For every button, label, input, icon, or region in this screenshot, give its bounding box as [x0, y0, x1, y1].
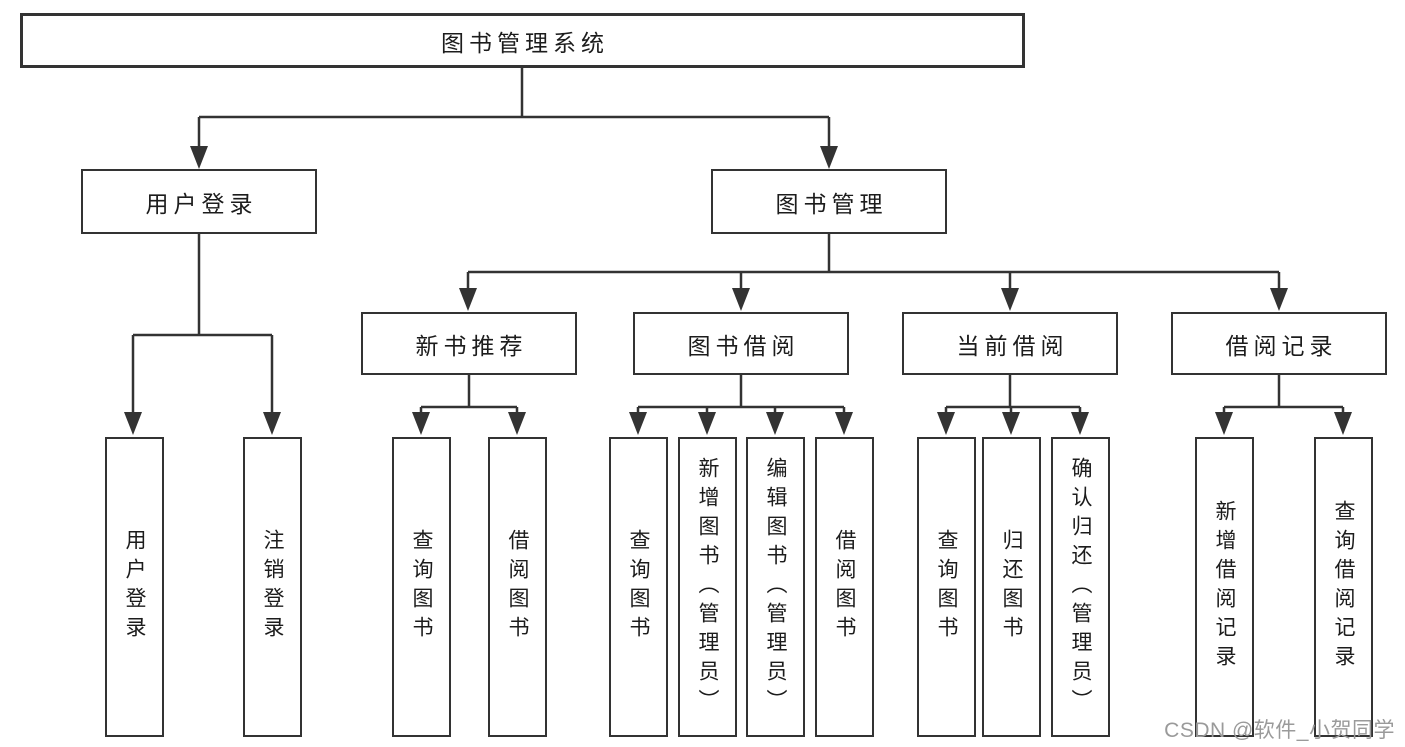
leaf-user-login: 用户登录 — [105, 437, 164, 737]
leaf-add-borrow-record: 新增借阅记录 — [1195, 437, 1254, 737]
csdn-watermark: CSDN @软件_小贺同学 — [1164, 719, 1395, 742]
leaf-logout: 注销登录 — [243, 437, 302, 737]
leaf-query-book-borrowing: 查询图书 — [609, 437, 668, 737]
leaf-return-book: 归还图书 — [982, 437, 1041, 737]
node-library-management-system: 图书管理系统 — [20, 13, 1025, 68]
node-book-management: 图书管理 — [711, 169, 947, 234]
leaf-query-book-recommend: 查询图书 — [392, 437, 451, 737]
leaf-edit-book-admin: 编辑图书（管理员） — [746, 437, 805, 737]
leaf-query-borrow-record: 查询借阅记录 — [1314, 437, 1373, 737]
leaf-borrow-book-recommend: 借阅图书 — [488, 437, 547, 737]
leaf-confirm-return-admin: 确认归还（管理员） — [1051, 437, 1110, 737]
node-book-borrowing: 图书借阅 — [633, 312, 849, 375]
leaf-borrow-book: 借阅图书 — [815, 437, 874, 737]
leaf-add-book-admin: 新增图书（管理员） — [678, 437, 737, 737]
node-new-book-recommendation: 新书推荐 — [361, 312, 577, 375]
node-user-login: 用户登录 — [81, 169, 317, 234]
leaf-query-book-current: 查询图书 — [917, 437, 976, 737]
node-current-borrowing: 当前借阅 — [902, 312, 1118, 375]
node-borrowing-records: 借阅记录 — [1171, 312, 1387, 375]
